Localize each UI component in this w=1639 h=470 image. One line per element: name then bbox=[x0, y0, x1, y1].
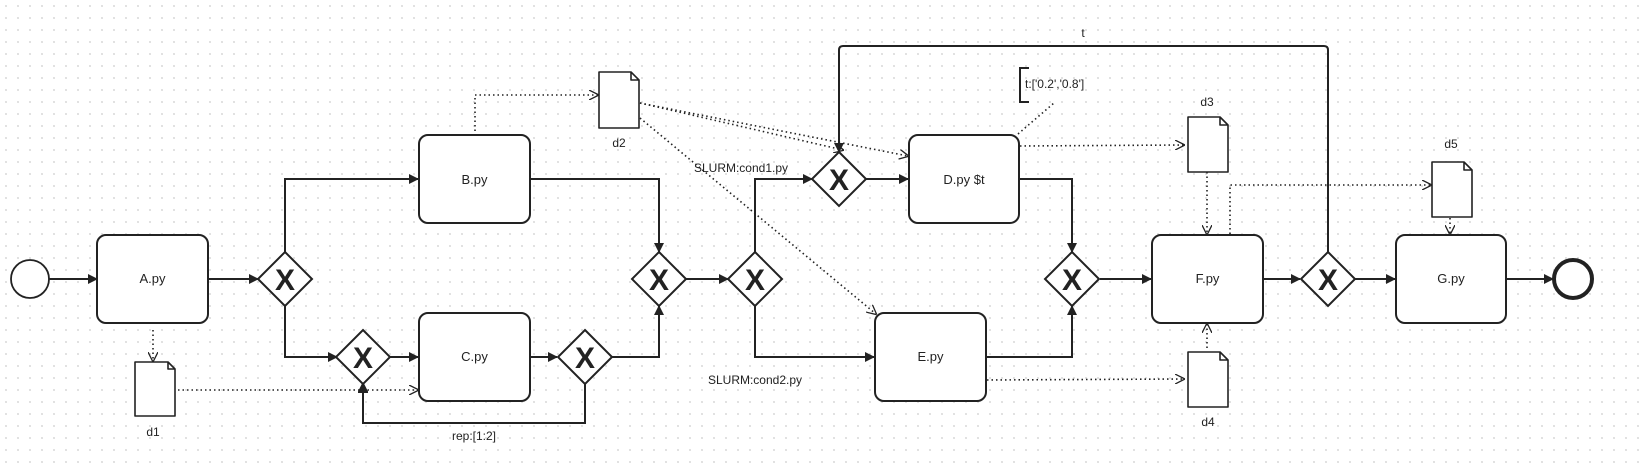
task-b-label: B.py bbox=[461, 172, 488, 187]
gateway-symbol: X bbox=[575, 342, 595, 375]
flow-e-to-join2[interactable] bbox=[985, 305, 1077, 358]
gateway-symbol: X bbox=[649, 264, 669, 297]
sequence-flows bbox=[48, 45, 1554, 424]
gateway-symbol: X bbox=[745, 264, 765, 297]
assoc-annotation-to-d[interactable] bbox=[1017, 102, 1055, 135]
edge-label-loop: t bbox=[1081, 26, 1085, 40]
gateway-condition[interactable]: X bbox=[726, 250, 784, 308]
gateway-symbol: X bbox=[353, 342, 373, 375]
task-d-label: D.py $t bbox=[943, 172, 985, 187]
data-object-d4-label: d4 bbox=[1201, 415, 1215, 429]
task-f-label: F.py bbox=[1196, 271, 1220, 286]
edge-labels: SLURM:cond1.py SLURM:cond2.py rep:[1:2] … bbox=[452, 26, 1085, 443]
gateway-symbol: X bbox=[275, 264, 295, 297]
task-d[interactable]: D.py $t bbox=[908, 134, 1020, 224]
assoc-b-to-d2[interactable] bbox=[474, 95, 598, 131]
flow-c-split-to-join[interactable] bbox=[612, 305, 664, 358]
edge-label-cond2: SLURM:cond2.py bbox=[708, 373, 802, 387]
assoc-d2-to-e[interactable] bbox=[639, 117, 876, 314]
gateway-join-bc[interactable]: X bbox=[630, 250, 688, 308]
data-object-d3-label: d3 bbox=[1200, 95, 1214, 109]
flow-split-to-c-merge[interactable] bbox=[284, 306, 338, 362]
gateway-loop-split[interactable]: X bbox=[1299, 250, 1357, 308]
assoc-d1-to-c-merge[interactable] bbox=[178, 384, 363, 390]
data-objects: d1 d2 d3 d4 d5 bbox=[134, 71, 1473, 439]
start-event[interactable] bbox=[10, 259, 50, 299]
assoc-d2-to-d-merge[interactable] bbox=[639, 102, 843, 150]
events bbox=[10, 258, 1594, 300]
flow-loop-t[interactable] bbox=[834, 45, 1329, 252]
text-annotation[interactable]: t:['0.2','0.8'] bbox=[1019, 67, 1084, 103]
data-object-d1[interactable]: d1 bbox=[134, 361, 176, 439]
data-associations bbox=[153, 95, 1450, 390]
data-object-d4[interactable]: d4 bbox=[1187, 351, 1229, 429]
edge-label-cond1: SLURM:cond1.py bbox=[694, 161, 788, 175]
gateway-merge-c[interactable]: X bbox=[334, 328, 392, 386]
flow-cond2-to-e[interactable] bbox=[754, 306, 875, 362]
end-event[interactable] bbox=[1552, 258, 1594, 300]
task-f[interactable]: F.py bbox=[1151, 234, 1264, 324]
gateway-split-bc[interactable]: X bbox=[256, 250, 314, 308]
assoc-f-to-d5[interactable] bbox=[1229, 185, 1431, 234]
gateway-join-de[interactable]: X bbox=[1043, 250, 1101, 308]
flow-rep-loop[interactable] bbox=[358, 383, 586, 424]
data-object-d5[interactable]: d5 bbox=[1431, 137, 1473, 218]
gateway-merge-d[interactable]: X bbox=[810, 150, 868, 208]
data-object-d2[interactable]: d2 bbox=[598, 71, 640, 150]
assoc-e-to-d4[interactable] bbox=[986, 379, 1184, 380]
task-c-label: C.py bbox=[461, 349, 488, 364]
data-object-d5-label: d5 bbox=[1444, 137, 1458, 151]
gateways: X X X X X X X X bbox=[256, 150, 1357, 386]
assoc-d2-to-d[interactable] bbox=[639, 102, 908, 156]
gateway-symbol: X bbox=[1062, 264, 1082, 297]
task-g-label: G.py bbox=[1437, 271, 1465, 286]
annotation-text: t:['0.2','0.8'] bbox=[1025, 77, 1084, 91]
flow-b-to-join[interactable] bbox=[530, 178, 664, 253]
flow-cond1-to-d-merge[interactable] bbox=[754, 174, 813, 252]
task-e[interactable]: E.py bbox=[874, 312, 987, 402]
assoc-d-to-d3[interactable] bbox=[1019, 145, 1184, 146]
gateway-symbol: X bbox=[829, 164, 849, 197]
flow-d-to-join2[interactable] bbox=[1018, 178, 1077, 253]
flow-split-to-b[interactable] bbox=[284, 174, 419, 252]
data-object-d2-label: d2 bbox=[612, 136, 626, 150]
task-e-label: E.py bbox=[917, 349, 944, 364]
task-c[interactable]: C.py bbox=[418, 312, 531, 402]
edge-label-rep: rep:[1:2] bbox=[452, 429, 496, 443]
gateway-split-c[interactable]: X bbox=[556, 328, 614, 386]
task-a[interactable]: A.py bbox=[96, 234, 209, 324]
task-g[interactable]: G.py bbox=[1395, 234, 1507, 324]
data-object-d3[interactable]: d3 bbox=[1187, 95, 1229, 173]
task-b[interactable]: B.py bbox=[418, 134, 531, 224]
task-a-label: A.py bbox=[139, 271, 166, 286]
gateway-symbol: X bbox=[1318, 264, 1338, 297]
data-object-d1-label: d1 bbox=[146, 425, 160, 439]
tasks: A.py B.py C.py D.py $t E.py F.py G.py bbox=[96, 134, 1507, 402]
